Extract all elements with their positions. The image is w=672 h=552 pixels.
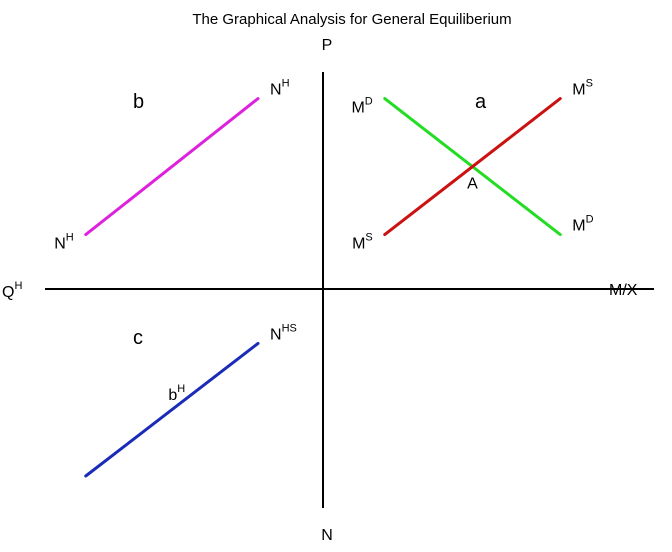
quadrant-label-a: a — [475, 91, 487, 113]
axis-label-n: N — [321, 527, 333, 544]
curve-label-ms-0: MS — [352, 232, 373, 253]
curve-ms — [383, 97, 562, 237]
curve-label-nh-1: NH — [270, 78, 290, 99]
axis-label-p: P — [322, 37, 333, 54]
curve-label-nhs-1: bH — [168, 383, 185, 404]
equilibrium-point-label-0: A — [467, 176, 478, 193]
curve-label-nh-0: NH — [54, 232, 74, 253]
curve-label-md-0: MD — [351, 96, 372, 117]
curve-nhs — [84, 341, 260, 478]
curve-nh — [84, 97, 260, 237]
axis-label-mx: M/X — [609, 282, 638, 299]
diagram-title: The Graphical Analysis for General Equil… — [192, 11, 511, 28]
quadrant-label-b: b — [133, 91, 144, 113]
curve-label-md-1: MD — [572, 214, 593, 235]
axis-label-qh: QH — [2, 280, 22, 301]
quadrant-label-c: c — [133, 327, 143, 349]
curves-group — [84, 97, 562, 478]
curve-labels-group: MD MD MS MS NH NH NHS bH A — [54, 78, 593, 404]
curve-label-nhs-0: NHS — [270, 322, 297, 343]
curve-label-ms-1: MS — [572, 78, 593, 99]
